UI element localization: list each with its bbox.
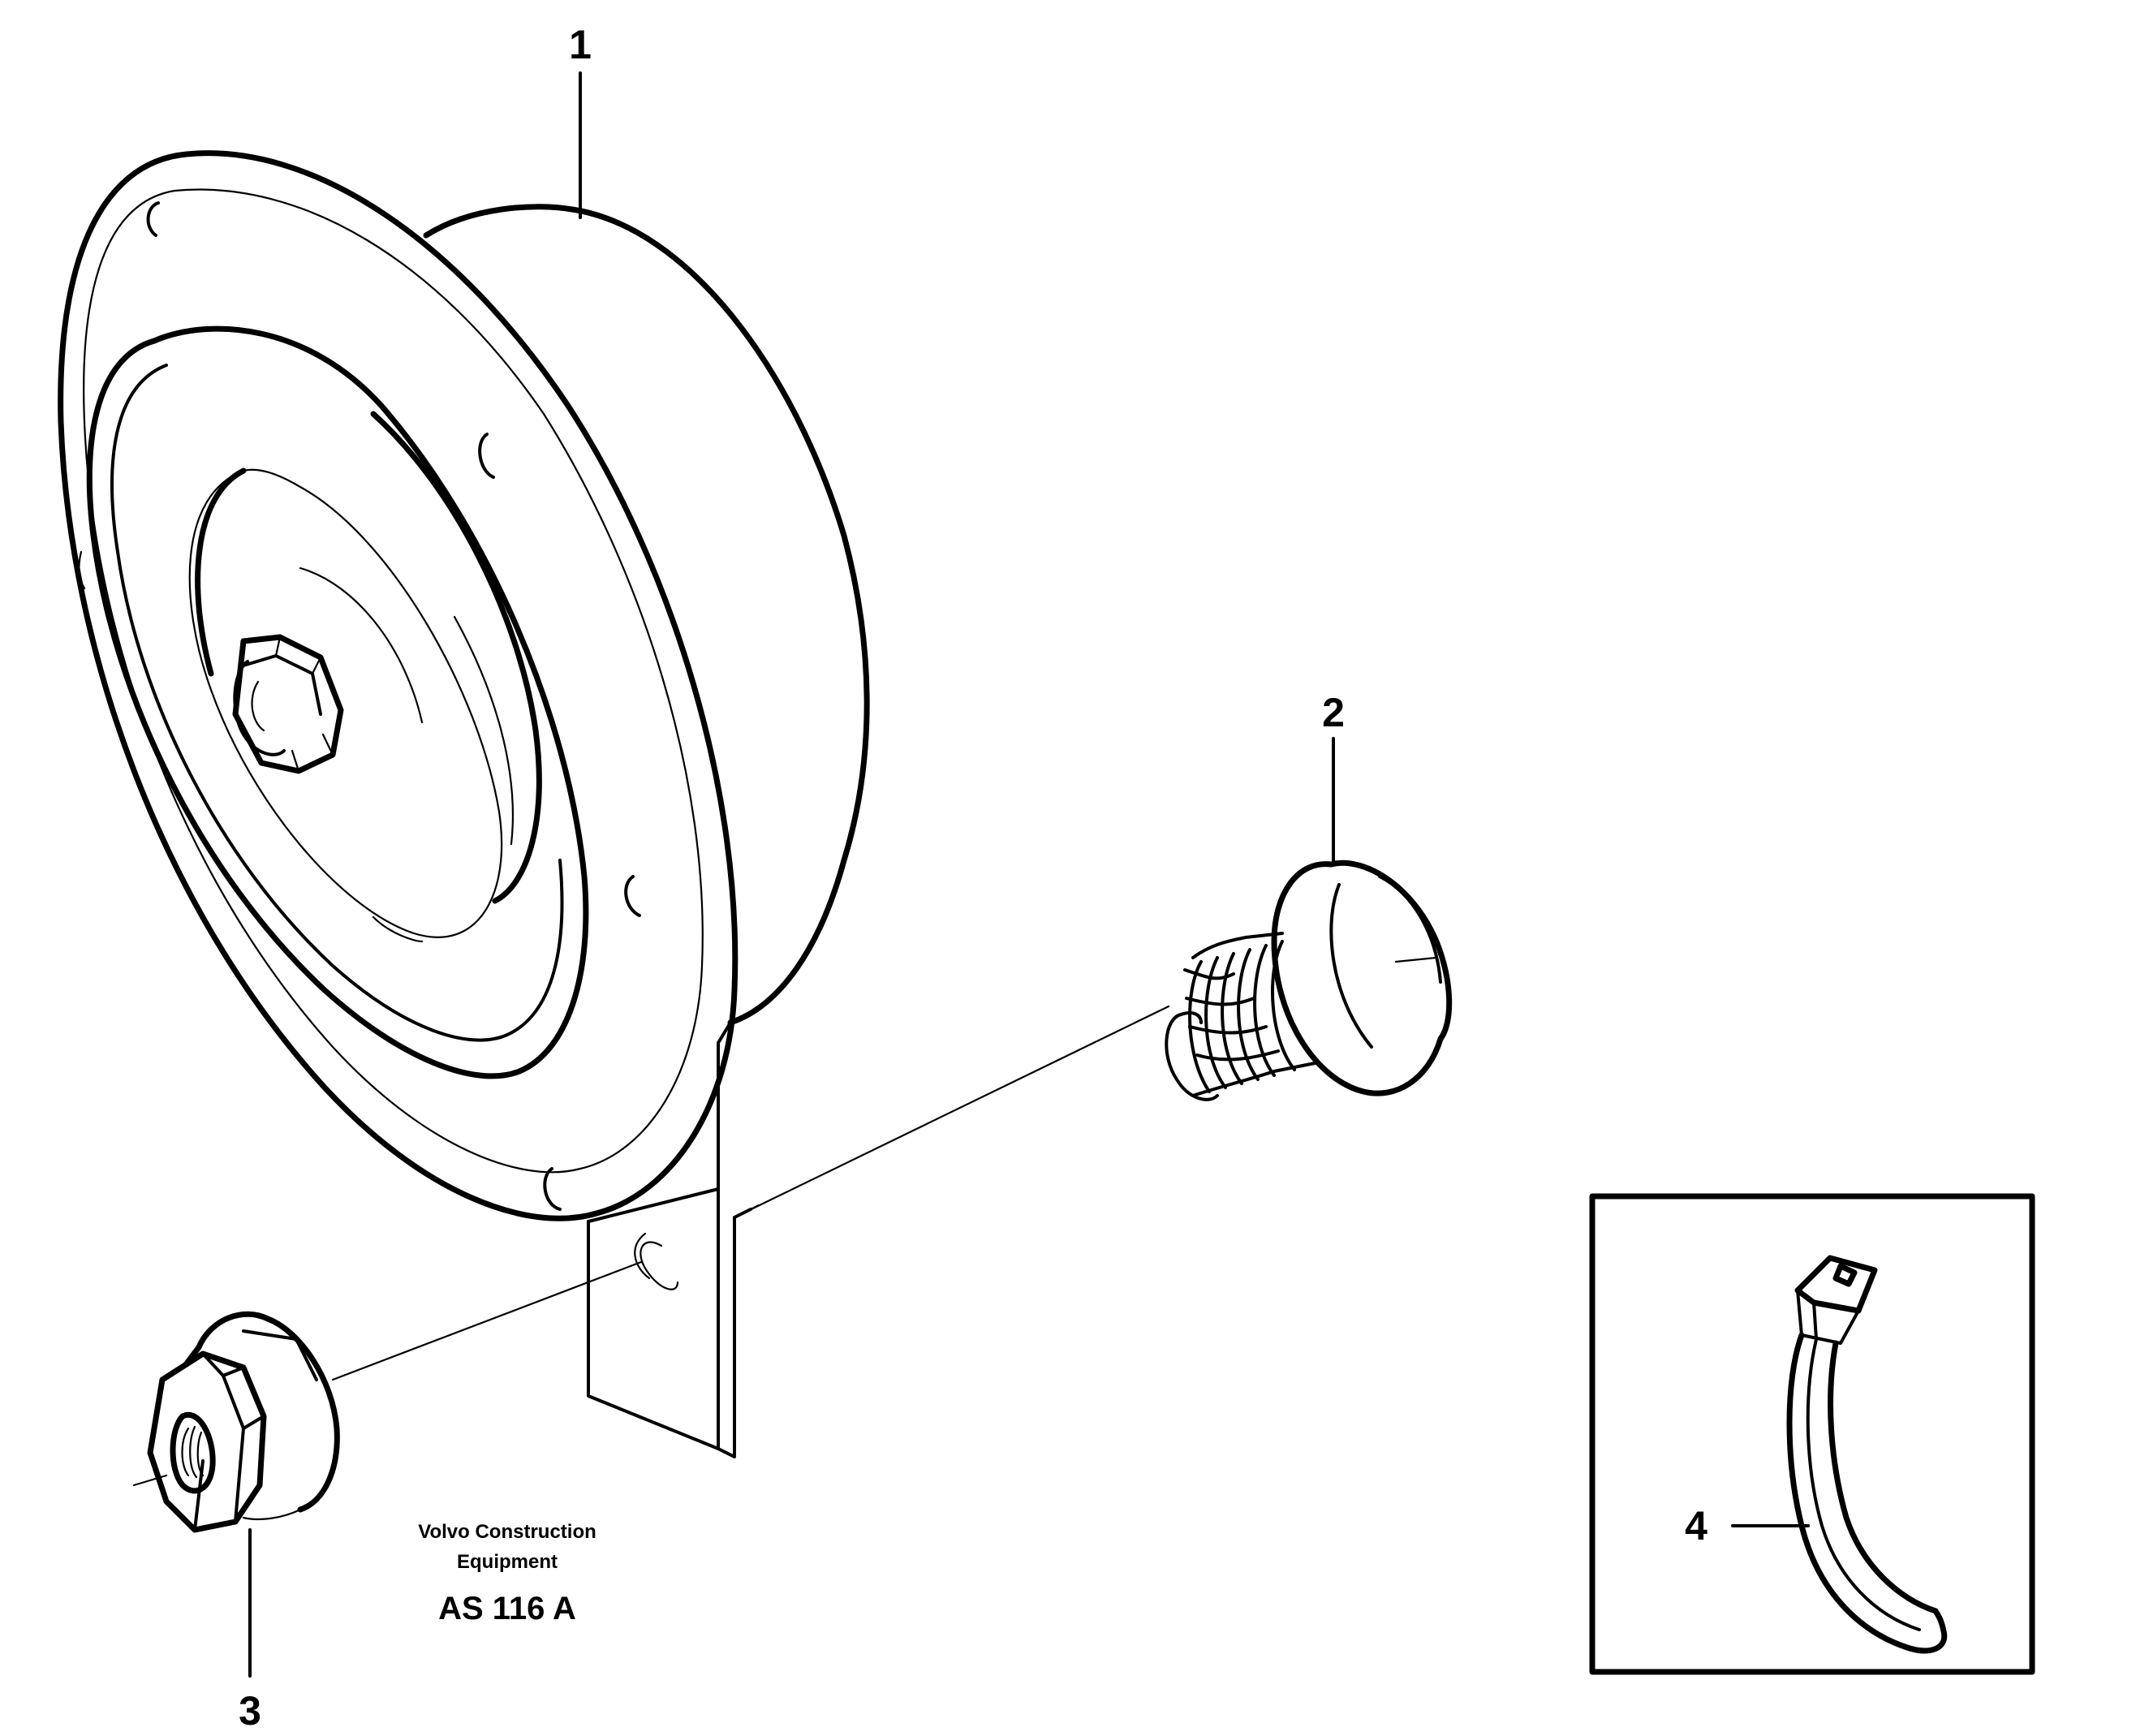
horn-center-nut	[232, 634, 344, 774]
flange-hole-2	[478, 433, 495, 479]
horn-flange	[58, 150, 739, 1221]
horn-face	[86, 325, 589, 1079]
caption-maker-line1: Volvo Construction	[418, 1521, 596, 1543]
cable-tie-part	[1786, 1255, 1948, 1654]
caption-maker-line2: Equipment	[457, 1551, 558, 1573]
callout-2: 2	[1322, 690, 1345, 735]
callout-1: 1	[569, 22, 592, 67]
inset-box	[1589, 1193, 2035, 1675]
flange-hole-1	[146, 201, 160, 237]
callout-4: 4	[1685, 1503, 1708, 1549]
screw-threads	[1183, 940, 1296, 1093]
leader-lines	[248, 71, 1810, 1678]
flange-hole-4	[543, 1167, 562, 1211]
nut-part	[132, 1260, 643, 1533]
caption: Volvo Construction Equipment AS 116 A	[418, 1521, 596, 1626]
horn-part	[58, 150, 870, 1458]
horn-bracket	[587, 1041, 752, 1458]
callout-3: 3	[239, 1688, 261, 1734]
caption-drawing-code: AS 116 A	[438, 1591, 576, 1626]
horn-body	[423, 204, 870, 1045]
screw-part	[733, 859, 1453, 1219]
flange-hole-3	[624, 875, 641, 917]
